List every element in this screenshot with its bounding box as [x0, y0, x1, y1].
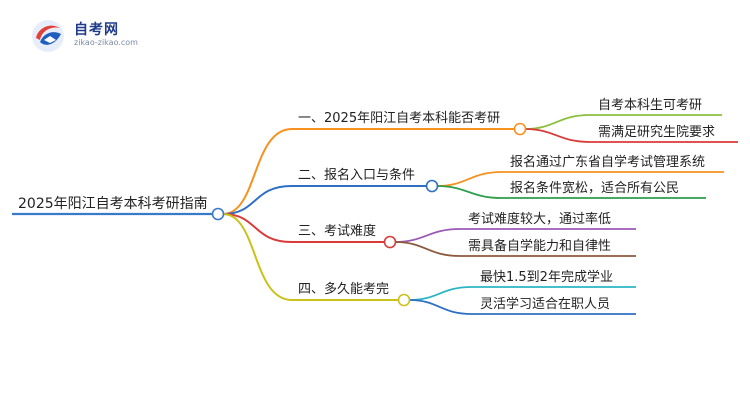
branch-link-2: [222, 185, 293, 215]
child-topic-3-2: 需具备自学能力和自律性: [468, 238, 611, 254]
child-link-3-1: [394, 228, 461, 243]
branch-link-4: [222, 213, 293, 301]
branch-topic-4: 四、多久能考完: [298, 281, 389, 297]
child-topic-1-1: 自考本科生可考研: [598, 98, 702, 113]
branch-link-3: [222, 213, 293, 243]
child-topic-2-1: 报名通过广东省自学考试管理系统: [510, 154, 705, 170]
child-link-2-1: [436, 171, 503, 187]
logo-icon: [32, 20, 64, 52]
child-topic-4-1: 最快1.5到2年完成学业: [480, 269, 613, 285]
child-topic-3-1: 考试难度较大，通过率低: [468, 211, 611, 227]
branch-node-circle-2[interactable]: [425, 179, 439, 193]
child-link-1-1: [524, 114, 591, 130]
logo-title: 自考网: [74, 22, 119, 38]
child-topic-4-2: 灵活学习适合在职人员: [480, 296, 610, 312]
branch-node-circle-1[interactable]: [513, 122, 527, 136]
branch-topic-1: 一、2025年阳江自考本科能否考研: [298, 111, 500, 126]
branch-node-circle-4[interactable]: [397, 293, 411, 307]
branch-topic-2: 二、报名入口与条件: [298, 167, 415, 183]
site-logo[interactable]: 自考网 zikao-zikao.com: [30, 18, 160, 54]
child-topic-1-2: 需满足研究生院要求: [598, 125, 715, 140]
child-link-3-2: [394, 241, 461, 257]
child-link-4-2: [408, 299, 473, 315]
logo-url: zikao-zikao.com: [74, 38, 138, 47]
child-link-4-1: [408, 286, 473, 301]
child-link-2-2: [436, 185, 503, 199]
branch-link-1: [222, 128, 293, 215]
branch-node-circle-3[interactable]: [383, 235, 397, 249]
root-topic: 2025年阳江自考本科考研指南: [18, 196, 208, 212]
mindmap-links: [12, 114, 738, 315]
child-topic-2-2: 报名条件宽松，适合所有公民: [510, 180, 679, 196]
mindmap-nodes: 2025年阳江自考本科考研指南 一、2025年阳江自考本科能否考研 自考本科生可考研…: [18, 98, 715, 312]
root-node-circle[interactable]: [211, 207, 225, 221]
child-link-1-2: [524, 128, 591, 143]
branch-topic-3: 三、考试难度: [298, 223, 376, 239]
